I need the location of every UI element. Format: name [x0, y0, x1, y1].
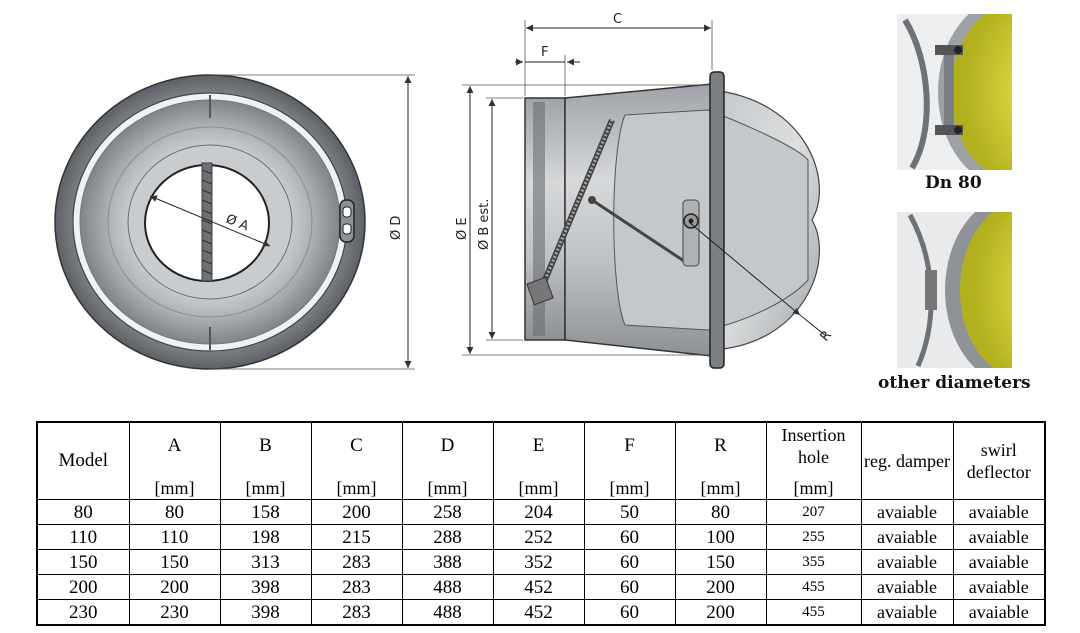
cell-a: 80 [128, 499, 221, 525]
cell-d: 488 [401, 574, 494, 600]
unit-e: [mm] [492, 469, 585, 500]
cell-d: 388 [401, 549, 494, 575]
unit-d: [mm] [401, 469, 494, 500]
header-r: R [674, 421, 767, 469]
cell-swirl-deflector: avaiable [952, 599, 1046, 626]
cell-reg-damper: avaiable [860, 599, 954, 626]
dimension-label-e: Ø E [455, 217, 470, 240]
cell-r: 100 [674, 524, 767, 550]
header-d: D [401, 421, 494, 469]
dimension-label-d: Ø D [389, 216, 404, 240]
photo-other-diameters [897, 212, 1012, 368]
side-view: R C F Ø E Ø B est. [455, 12, 835, 369]
cell-insertion-hole: 355 [765, 549, 862, 575]
cell-f: 60 [583, 574, 676, 600]
unit-b: [mm] [219, 469, 312, 500]
cell-model: 230 [36, 599, 130, 626]
cell-f: 60 [583, 599, 676, 626]
header-a: A [128, 421, 221, 469]
header-swirl-deflector: swirl deflector [952, 421, 1046, 500]
cell-swirl-deflector: avaiable [952, 549, 1046, 575]
cell-d: 488 [401, 599, 494, 626]
cell-c: 283 [310, 599, 403, 626]
cell-e: 452 [492, 599, 585, 626]
table-row: 150 150 313 283 388 352 60 150 355 avaia… [36, 549, 1046, 575]
cell-d: 258 [401, 499, 494, 525]
cell-e: 452 [492, 574, 585, 600]
photo-dn80 [897, 14, 1012, 170]
unit-c: [mm] [310, 469, 403, 500]
cell-r: 80 [674, 499, 767, 525]
cell-f: 60 [583, 549, 676, 575]
cell-model: 80 [36, 499, 130, 525]
cell-r: 150 [674, 549, 767, 575]
cell-c: 215 [310, 524, 403, 550]
cell-swirl-deflector: avaiable [952, 524, 1046, 550]
header-f: F [583, 421, 676, 469]
cell-swirl-deflector: avaiable [952, 499, 1046, 525]
cell-a: 150 [128, 549, 221, 575]
technical-drawing: Ø A Ø D R C F Ø E [54, 12, 1012, 370]
cell-reg-damper: avaiable [860, 574, 954, 600]
cell-c: 200 [310, 499, 403, 525]
cell-f: 50 [583, 499, 676, 525]
header-insertion-hole: Insertion hole [765, 421, 862, 469]
cell-a: 110 [128, 524, 221, 550]
cell-insertion-hole: 255 [765, 524, 862, 550]
caption-dn80: Dn 80 [925, 173, 982, 193]
cell-e: 204 [492, 499, 585, 525]
unit-insertion-hole: [mm] [765, 469, 862, 500]
cell-c: 283 [310, 549, 403, 575]
cell-a: 200 [128, 574, 221, 600]
dimension-table: Model A B C D E F R Insertion hole reg. … [36, 421, 1046, 626]
cell-insertion-hole: 455 [765, 599, 862, 626]
cell-e: 252 [492, 524, 585, 550]
table-row: 200 200 398 283 488 452 60 200 455 avaia… [36, 574, 1046, 600]
cell-c: 283 [310, 574, 403, 600]
cell-b: 398 [219, 599, 312, 626]
cell-model: 150 [36, 549, 130, 575]
header-c: C [310, 421, 403, 469]
cell-a: 230 [128, 599, 221, 626]
dimension-label-c: C [613, 12, 622, 27]
cell-reg-damper: avaiable [860, 524, 954, 550]
front-view: Ø A Ø D [54, 74, 415, 370]
table-row: 230 230 398 283 488 452 60 200 455 avaia… [36, 599, 1046, 626]
table-row: 110 110 198 215 288 252 60 100 255 avaia… [36, 524, 1046, 550]
cell-insertion-hole: 455 [765, 574, 862, 600]
dimension-label-b: Ø B est. [477, 199, 492, 250]
cell-swirl-deflector: avaiable [952, 574, 1046, 600]
cell-insertion-hole: 207 [765, 499, 862, 525]
cell-reg-damper: avaiable [860, 549, 954, 575]
cell-model: 110 [36, 524, 130, 550]
unit-a: [mm] [128, 469, 221, 500]
dimension-label-f: F [541, 45, 548, 60]
cell-d: 288 [401, 524, 494, 550]
cell-b: 398 [219, 574, 312, 600]
cell-r: 200 [674, 574, 767, 600]
header-e: E [492, 421, 585, 469]
cell-e: 352 [492, 549, 585, 575]
unit-f: [mm] [583, 469, 676, 500]
cell-b: 313 [219, 549, 312, 575]
cell-model: 200 [36, 574, 130, 600]
dimension-label-r: R [818, 328, 835, 345]
unit-r: [mm] [674, 469, 767, 500]
caption-other-diameters: other diameters [878, 373, 1031, 393]
cell-b: 158 [219, 499, 312, 525]
header-b: B [219, 421, 312, 469]
cell-reg-damper: avaiable [860, 499, 954, 525]
cell-r: 200 [674, 599, 767, 626]
header-reg-damper: reg. damper [860, 421, 954, 500]
cell-f: 60 [583, 524, 676, 550]
header-model: Model [36, 421, 130, 500]
table-row: 80 80 158 200 258 204 50 80 207 avaiable… [36, 499, 1046, 525]
cell-b: 198 [219, 524, 312, 550]
